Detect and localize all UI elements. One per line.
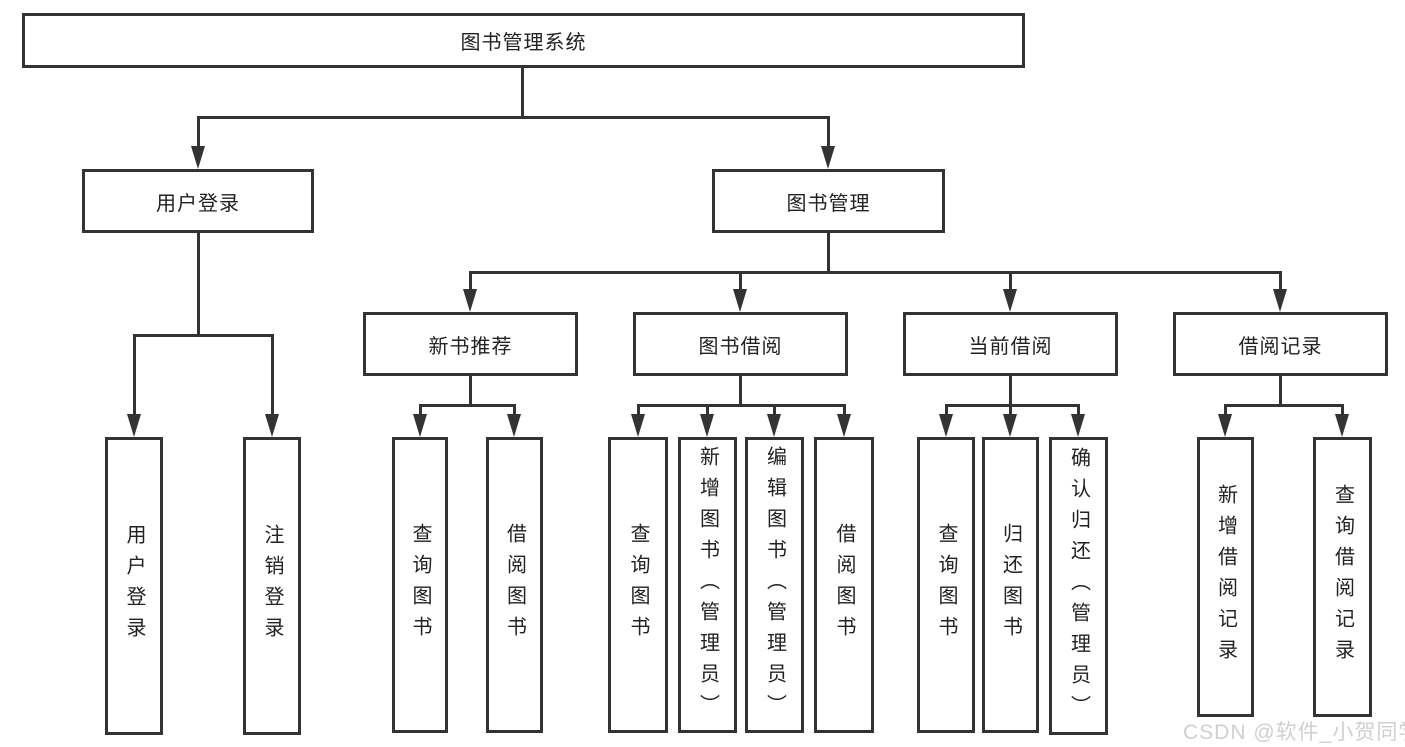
connector-user-shaft-right (271, 334, 274, 418)
node-current-borrow: 当前借阅 (903, 312, 1118, 376)
connector-user-stub (197, 233, 200, 336)
leaf-logout-label: 注销登录 (261, 524, 283, 648)
leaf-bb-add-book-admin-label: 新增图书（管理员） (696, 445, 719, 725)
connector-cb-shaft-1 (945, 404, 948, 417)
leaf-cb-confirm-return-admin-label: 确认归还（管理员） (1067, 446, 1090, 726)
connector-level3-shaft-2 (739, 271, 742, 293)
arrowhead-down-icon (1273, 289, 1287, 312)
leaf-bb-edit-book-admin-label: 编辑图书（管理员） (763, 445, 786, 725)
connector-cb-shaft-2 (1009, 404, 1012, 417)
node-new-book-recommend-label: 新书推荐 (428, 335, 513, 358)
leaf-nb-query-book: 查询图书 (392, 437, 448, 733)
node-book-borrow-label: 图书借阅 (698, 335, 783, 358)
connector-level3-shaft-1 (469, 271, 472, 293)
connector-nb-stub (469, 376, 472, 407)
connector-bb-stub (739, 376, 742, 407)
arrowhead-down-icon (463, 289, 477, 312)
leaf-cb-return-book: 归还图书 (982, 437, 1039, 733)
arrowhead-down-icon (265, 414, 279, 437)
arrowhead-down-icon (1003, 289, 1017, 312)
leaf-rec-query-record-label: 查询借阅记录 (1331, 484, 1354, 670)
leaf-bb-borrow-book-label: 借阅图书 (833, 523, 855, 647)
connector-nb-shaft-1 (419, 404, 422, 417)
connector-rec-shaft-1 (1224, 404, 1227, 417)
leaf-cb-query-book: 查询图书 (917, 437, 975, 733)
connector-rec-branch (1224, 404, 1343, 407)
arrowhead-down-icon (837, 414, 851, 437)
node-borrow-records-label: 借阅记录 (1238, 335, 1323, 358)
node-new-book-recommend: 新书推荐 (363, 312, 578, 376)
node-root-label: 图书管理系统 (460, 32, 587, 54)
node-user-login-group: 用户登录 (82, 169, 314, 233)
arrowhead-down-icon (631, 414, 645, 437)
arrowhead-down-icon (1218, 414, 1232, 437)
csdn-watermark: CSDN @软件_小贺同学 (1183, 721, 1405, 744)
leaf-rec-add-record-label: 新增借阅记录 (1214, 484, 1237, 670)
arrowhead-down-icon (1003, 414, 1017, 437)
node-book-management-label: 图书管理 (786, 192, 871, 215)
arrowhead-down-icon (700, 414, 714, 437)
leaf-nb-borrow-book: 借阅图书 (486, 437, 543, 733)
arrowhead-down-icon (191, 146, 205, 169)
connector-level3-shaft-4 (1279, 271, 1282, 293)
connector-root-stub (521, 66, 524, 119)
leaf-nb-borrow-book-label: 借阅图书 (503, 523, 526, 647)
node-current-borrow-label: 当前借阅 (968, 335, 1053, 358)
connector-bb-shaft-4 (843, 404, 846, 417)
connector-level2-branch (197, 116, 830, 119)
connector-cb-stub (1009, 376, 1012, 407)
connector-cb-shaft-3 (1077, 404, 1080, 417)
leaf-rec-query-record: 查询借阅记录 (1313, 437, 1372, 717)
connector-bb-branch (637, 404, 846, 407)
arrowhead-down-icon (507, 414, 521, 437)
node-root: 图书管理系统 (22, 13, 1025, 68)
connector-bb-shaft-3 (773, 404, 776, 417)
leaf-nb-query-book-label: 查询图书 (409, 523, 431, 647)
leaf-bb-query-book: 查询图书 (608, 437, 668, 733)
connector-level3-shaft-3 (1009, 271, 1012, 293)
arrowhead-down-icon (413, 414, 427, 437)
connector-bm-stub (827, 233, 830, 274)
leaf-bb-borrow-book: 借阅图书 (814, 437, 874, 733)
arrowhead-down-icon (939, 414, 953, 437)
leaf-user-login-label: 用户登录 (123, 524, 145, 648)
leaf-bb-query-book-label: 查询图书 (627, 523, 649, 647)
node-borrow-records: 借阅记录 (1173, 312, 1388, 376)
connector-level2-shaft-left (197, 116, 200, 149)
leaf-bb-add-book-admin: 新增图书（管理员） (678, 437, 737, 733)
arrowhead-down-icon (1071, 414, 1085, 437)
connector-bb-shaft-2 (706, 404, 709, 417)
arrowhead-down-icon (733, 289, 747, 312)
leaf-logout: 注销登录 (243, 437, 301, 735)
leaf-cb-query-book-label: 查询图书 (935, 523, 957, 647)
connector-nb-branch (419, 404, 516, 407)
connector-user-shaft-left (133, 334, 136, 418)
node-user-login-group-label: 用户登录 (156, 192, 240, 215)
arrowhead-down-icon (821, 146, 835, 169)
arrowhead-down-icon (127, 414, 141, 437)
connector-user-branch (133, 334, 274, 337)
connector-bb-shaft-1 (637, 404, 640, 417)
connector-rec-shaft-2 (1341, 404, 1344, 417)
leaf-user-login: 用户登录 (105, 437, 163, 735)
leaf-rec-add-record: 新增借阅记录 (1197, 437, 1254, 717)
arrowhead-down-icon (1335, 414, 1349, 437)
leaf-cb-return-book-label: 归还图书 (999, 523, 1022, 647)
connector-rec-stub (1279, 376, 1282, 407)
arrowhead-down-icon (767, 414, 781, 437)
connector-nb-shaft-2 (513, 404, 516, 417)
connector-level3-branch (469, 271, 1282, 274)
connector-level2-shaft-right (827, 116, 830, 149)
node-book-management: 图书管理 (712, 169, 945, 233)
leaf-bb-edit-book-admin: 编辑图书（管理员） (745, 437, 804, 733)
node-book-borrow: 图书借阅 (633, 312, 848, 376)
leaf-cb-confirm-return-admin: 确认归还（管理员） (1049, 437, 1108, 735)
